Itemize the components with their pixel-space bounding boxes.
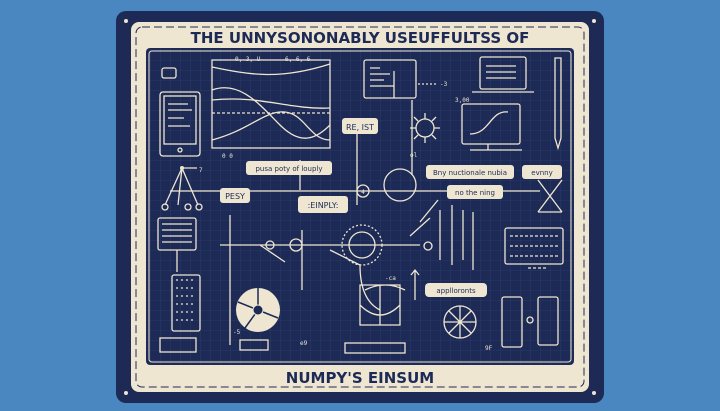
laptop-icon [472, 56, 534, 93]
chart-label: 0, 3, U [235, 56, 261, 63]
pencil-icon [409, 199, 439, 237]
network-graph-icon [537, 179, 563, 213]
annotation: 9F [485, 345, 493, 352]
einsum-ring-icon [341, 224, 383, 266]
label-evnny: evnny [522, 165, 562, 179]
annotation: e9 [300, 340, 308, 347]
3d-grid-drawing: -ca [359, 268, 420, 326]
annotation: ol [410, 152, 418, 159]
annotation: -5 [233, 329, 241, 336]
svg-text:Bny nuctionale nubia: Bny nuctionale nubia [433, 169, 507, 177]
network-graph-icon: 7 [161, 166, 203, 211]
scale-bar-icon [344, 342, 406, 354]
annotation: 3,00 [455, 97, 470, 104]
phone-device-icon [501, 296, 523, 348]
annotation: -3 [440, 81, 448, 88]
chart-label: 6, 6, 6 [285, 56, 311, 63]
chart-label: 0 0 [222, 153, 233, 160]
ruler-icon [159, 337, 197, 353]
svg-text:RE, IST: RE, IST [346, 123, 374, 132]
node-a [289, 238, 303, 252]
computer-screen-icon [504, 227, 564, 269]
svg-text:pusa poty of louply: pusa poty of louply [255, 165, 322, 173]
label-pusa: pusa poty of louply [246, 161, 332, 175]
tablet-icon [159, 91, 201, 157]
label-re-ist: RE, IST [342, 118, 378, 134]
code-window-icon: -3 [363, 59, 448, 99]
ruler-icon [239, 339, 269, 351]
annotation: -ca [385, 275, 396, 282]
pie-circle-icon [383, 168, 417, 202]
svg-text:evnny: evnny [531, 169, 552, 177]
poster-title: THE UNNYSONONABLY USEUFFULTSS OF [191, 29, 530, 47]
svg-text:no the ning: no the ning [455, 189, 495, 197]
gear-icon [410, 113, 440, 143]
svg-text:PESY: PESY [225, 192, 245, 201]
label-no-the-ning: no the ning [447, 185, 503, 199]
label-bny: Bny nuctionale nubia [426, 165, 514, 179]
svg-text::EINPLY:: :EINPLY: [308, 201, 339, 210]
label-pesy: PESY [220, 188, 250, 203]
pen-icon [554, 57, 562, 151]
label-einply: :EINPLY: [298, 196, 348, 213]
monitor-icon: 3,00 [455, 97, 522, 151]
tools-icon [439, 205, 474, 270]
calculator-icon [171, 274, 201, 332]
node-label: 4 [361, 189, 365, 196]
compass-wheel-icon [443, 305, 477, 339]
line-chart-drawing: 0, 3, U 6, 6, 6 0 0 [211, 56, 331, 160]
battery-icon [161, 67, 177, 79]
node-4 [356, 184, 370, 198]
calculator-device-icon [537, 296, 559, 346]
poster-subtitle: NUMPY'S EINSUM [286, 369, 434, 387]
svg-text:applloronts: applloronts [436, 287, 476, 295]
label-applloronts: applloronts [425, 283, 487, 297]
annotation: 7 [199, 167, 203, 174]
